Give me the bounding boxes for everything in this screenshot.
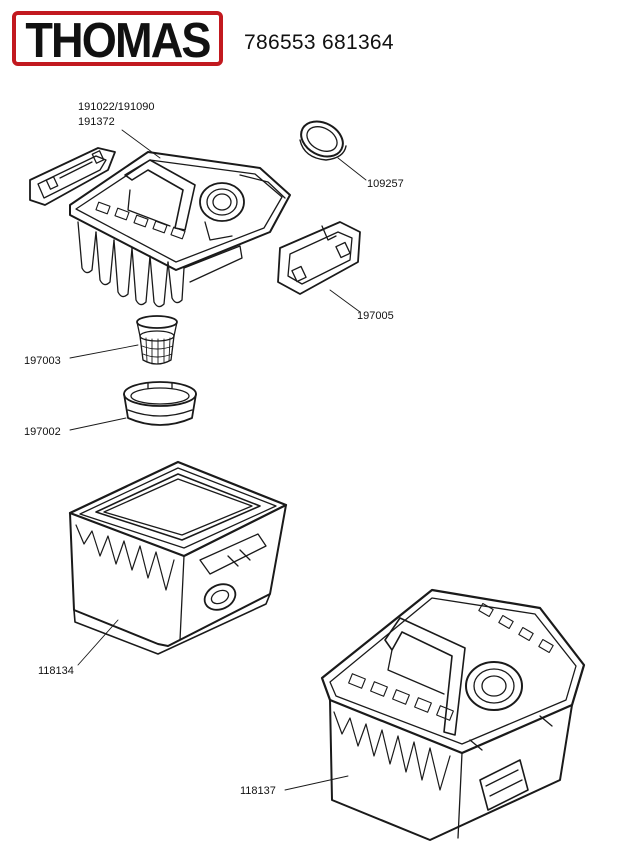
brand-logo-text: THOMAS xyxy=(25,14,211,68)
leader-seal-ring xyxy=(337,157,367,181)
label-latch: 197005 xyxy=(357,310,394,322)
label-lid-1: 191022/191090 xyxy=(78,101,155,113)
label-filter-ring: 197002 xyxy=(24,426,61,438)
label-lid-2: 191372 xyxy=(78,116,115,128)
part-lid-clip-drawing xyxy=(29,147,116,206)
part-sieve-filter-drawing xyxy=(136,315,178,365)
document-numbers: 786553 681364 xyxy=(244,31,394,54)
part-seal-ring-drawing xyxy=(299,120,347,161)
brand-logo: THOMAS xyxy=(12,11,223,68)
label-complete-unit: 118137 xyxy=(240,785,276,797)
part-latch-drawing xyxy=(277,221,361,295)
part-complete-unit-drawing xyxy=(320,588,586,841)
part-container-drawing xyxy=(68,460,288,655)
label-seal-ring: 109257 xyxy=(367,178,404,190)
leader-sieve-filter xyxy=(69,344,139,359)
leader-lid xyxy=(121,129,161,159)
leader-container xyxy=(77,619,119,666)
part-lid-drawing xyxy=(69,151,291,308)
label-sieve-filter: 197003 xyxy=(24,355,61,367)
leader-latch xyxy=(329,289,361,313)
leader-complete-unit xyxy=(284,775,349,791)
leader-lines xyxy=(69,129,367,791)
part-filter-ring-drawing xyxy=(123,381,197,426)
leader-filter-ring xyxy=(69,417,127,431)
label-container: 118134 xyxy=(38,665,74,677)
